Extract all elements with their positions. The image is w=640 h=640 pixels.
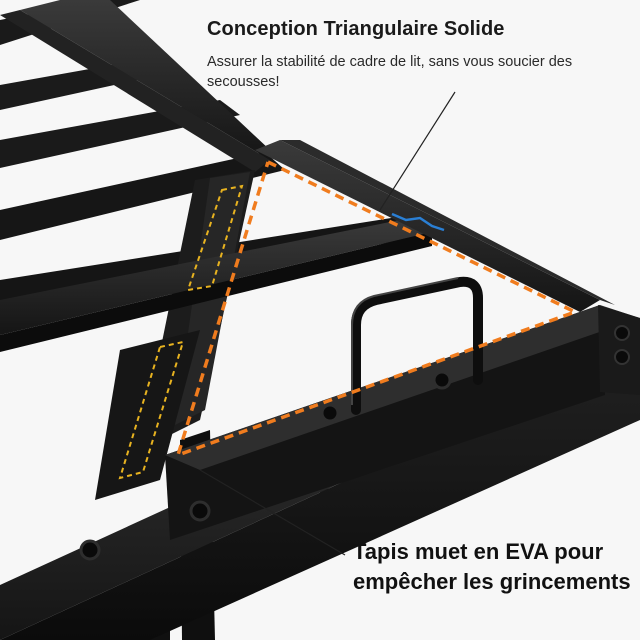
triangle-outline	[175, 160, 580, 458]
eva-pad-outlines	[118, 184, 244, 480]
corner-post	[598, 305, 640, 395]
callout-eva-line-1: Tapis muet en EVA pour	[353, 539, 604, 564]
side-rail-back	[0, 0, 270, 172]
callout-eva-pad: Tapis muet en EVA pour empêcher les grin…	[353, 537, 638, 597]
callout-subtitle: Assurer la stabilité de cadre de lit, sa…	[207, 54, 573, 90]
callout-title: Conception Triangulaire Solide	[207, 18, 505, 40]
cross-rails	[0, 218, 432, 352]
u-handle	[351, 276, 483, 415]
end-rail-front	[0, 305, 640, 640]
u-handle-highlight	[351, 277, 459, 405]
callout-eva-line-2: empêcher les grincements	[353, 569, 631, 594]
frame-bolts	[79, 370, 452, 561]
side-rail-right	[255, 140, 615, 312]
weld-detail	[391, 212, 445, 232]
callout-leaders	[199, 91, 456, 556]
